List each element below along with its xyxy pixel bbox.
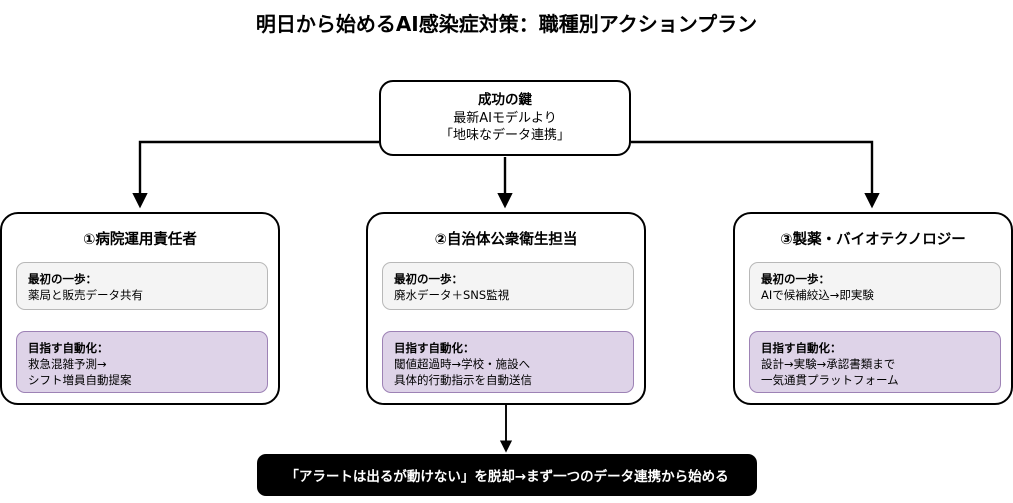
success-key-line-2: 「地味なデータ連携」 [439,127,570,143]
goal-label-1: 目指す自動化： [28,341,109,355]
goal-box-1: 目指す自動化： 救急混雑予測→ シフト増員自動提案 [16,331,268,393]
role-card-public-health: ②自治体公衆衛生担当 最初の一歩： 廃水データ＋SNS監視 目指す自動化： 閾値… [366,212,646,405]
goal-box-3: 目指す自動化： 設計→実験→承認書類まで 一気通貫プラットフォーム [749,331,1001,393]
goal-line-1b: シフト増員自動提案 [28,372,132,387]
role-card-hospital: ①病院運用責任者 最初の一歩： 薬局と販売データ共有 目指す自動化： 救急混雑予… [0,212,280,405]
goal-label-3: 目指す自動化： [761,341,842,355]
connector-key-to-role-3 [631,140,880,209]
bottom-banner: 「アラートは出るが動けない」を脱却→まず一つのデータ連携から始める [257,454,757,496]
first-step-label-2: 最初の一歩： [394,272,463,286]
connector-key-to-role-1 [132,140,379,209]
goal-box-2: 目指す自動化： 閾値超過時→学校・施設へ 具体的行動指示を自動送信 [382,331,634,393]
goal-label-2: 目指す自動化： [394,341,475,355]
page-title: 明日から始めるAI感染症対策：職種別アクションプラン [255,12,758,36]
goal-line-2b: 具体的行動指示を自動送信 [394,372,532,387]
success-key-title: 成功の鍵 [478,91,532,108]
goal-line-3a: 設計→実験→承認書類まで [761,357,896,372]
first-step-line-3: AIで候補絞込→即実験 [761,288,874,303]
goal-line-1a: 救急混雑予測→ [28,357,107,372]
first-step-box-2: 最初の一歩： 廃水データ＋SNS監視 [382,262,634,310]
first-step-label-1: 最初の一歩： [28,272,97,286]
success-key-box: 成功の鍵 最新AIモデルより 「地味なデータ連携」 [379,80,631,156]
first-step-line-2: 廃水データ＋SNS監視 [394,288,510,303]
first-step-label-3: 最初の一歩： [761,272,830,286]
bottom-banner-text: 「アラートは出るが動けない」を脱却→まず一つのデータ連携から始める [285,469,729,485]
goal-line-2a: 閾値超過時→学校・施設へ [394,357,531,372]
first-step-line-1: 薬局と販売データ共有 [28,288,143,303]
first-step-box-3: 最初の一歩： AIで候補絞込→即実験 [749,262,1001,310]
success-key-line-1: 最新AIモデルより [453,110,557,126]
role-header-2: ②自治体公衆衛生担当 [434,232,578,248]
role-card-pharma: ③製薬・バイオテクノロジー 最初の一歩： AIで候補絞込→即実験 目指す自動化：… [733,212,1013,405]
role-header-1: ①病院運用責任者 [83,232,197,248]
role-header-3: ③製薬・バイオテクノロジー [780,232,966,248]
first-step-box-1: 最初の一歩： 薬局と販売データ共有 [16,262,268,310]
goal-line-3b: 一気通貫プラットフォーム [761,372,899,387]
